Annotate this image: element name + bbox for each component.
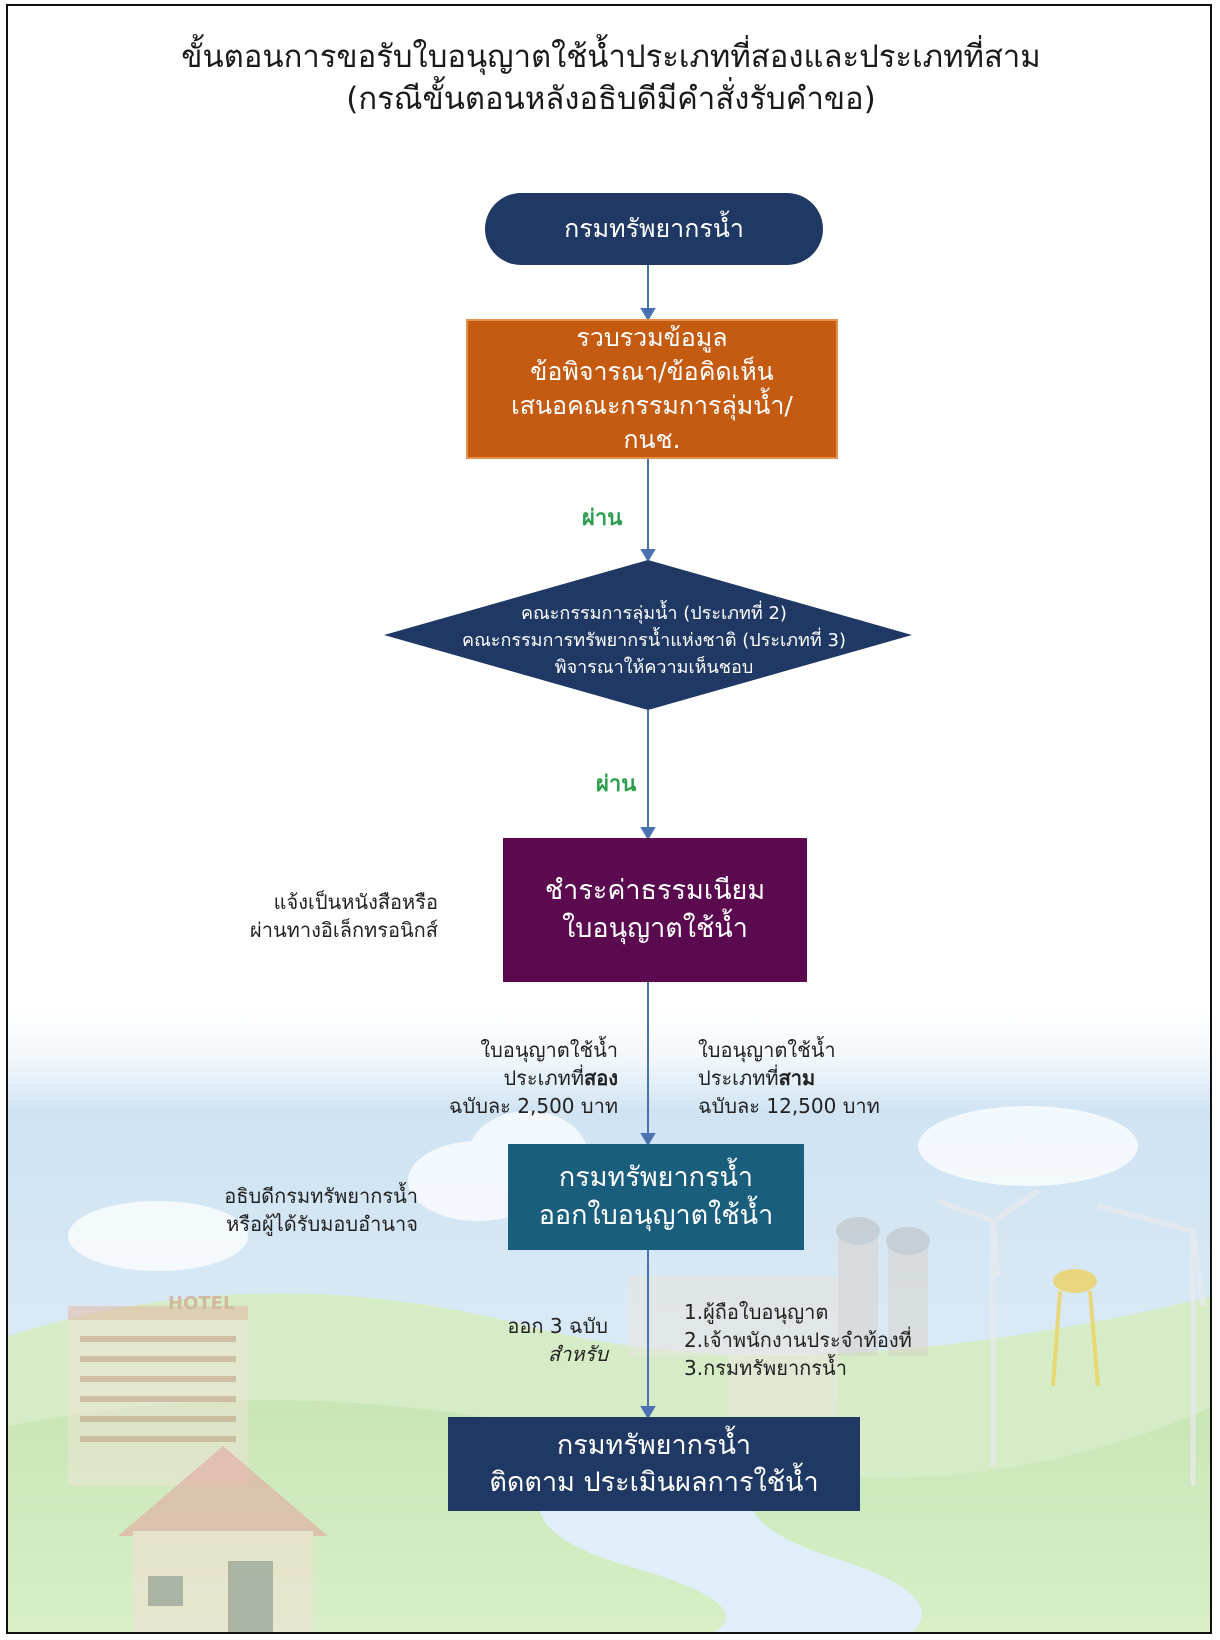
type3-line-1: ใบอนุญาตใช้น้ำ xyxy=(698,1038,836,1062)
monitor-node: กรมทรัพยากรน้ำ ติดตาม ประเมินผลการใช้น้ำ xyxy=(448,1417,860,1511)
recipient-2: 2.เจ้าพนักงานประจำท้องที่ xyxy=(684,1328,912,1352)
type2-line-3: ฉบับละ 2,500 บาท xyxy=(448,1094,618,1118)
wind-turbines xyxy=(937,1188,1206,1486)
authority-note: อธิบดีกรมทรัพยากรน้ำ หรือผู้ได้รับมอบอำน… xyxy=(158,1182,418,1238)
type2-line-1: ใบอนุญาตใช้น้ำ xyxy=(480,1038,618,1062)
monitor-line-2: ติดตาม ประเมินผลการใช้น้ำ xyxy=(489,1467,819,1498)
notify-line-2: ผ่านทางอิเล็กทรอนิกส์ xyxy=(250,918,438,942)
diagram-frame: HOTEL xyxy=(6,4,1212,1634)
copies-note: ออก 3 ฉบับ สำหรับ xyxy=(448,1312,608,1368)
start-node-label: กรมทรัพยากรน้ำ xyxy=(564,214,744,243)
collect-line-2: ข้อพิจารณา/ข้อคิดเห็น xyxy=(530,357,774,386)
decision-line-3: พิจารณาให้ความเห็นชอบ xyxy=(554,656,754,678)
pass-label-2: ผ่าน xyxy=(596,772,637,797)
house-illustration xyxy=(118,1446,328,1632)
issue-line-1: กรมทรัพยากรน้ำ xyxy=(558,1162,754,1193)
connectors xyxy=(640,261,656,1419)
water-tower xyxy=(1051,1269,1100,1387)
hotel-sign: HOTEL xyxy=(168,1293,234,1314)
page-title: ขั้นตอนการขอรับใบอนุญาตใช้น้ำประเภทที่สอ… xyxy=(8,36,1210,120)
factory-illustration xyxy=(628,1217,930,1416)
collect-info-node: รวบรวมข้อมูล ข้อพิจารณา/ข้อคิดเห็น เสนอค… xyxy=(466,319,838,459)
recipients-note: 1.ผู้ถือใบอนุญาต 2.เจ้าพนักงานประจำท้องท… xyxy=(684,1298,954,1382)
pass-label-1: ผ่าน xyxy=(582,506,623,531)
monitor-line-1: กรมทรัพยากรน้ำ xyxy=(556,1430,752,1461)
collect-line-1: รวบรวมข้อมูล xyxy=(576,323,728,352)
authority-line-1: อธิบดีกรมทรัพยากรน้ำ xyxy=(224,1184,418,1208)
notify-line-1: แจ้งเป็นหนังสือหรือ xyxy=(273,890,438,914)
fee-line-1: ชำระค่าธรรมเนียม xyxy=(544,875,766,906)
type3-line-2-prefix: ประเภทที่ xyxy=(698,1066,779,1090)
title-line-2: (กรณีขั้นตอนหลังอธิบดีมีคำสั่งรับคำขอ) xyxy=(346,81,876,117)
fee-line-2: ใบอนุญาตใช้น้ำ xyxy=(562,913,748,944)
issue-license-node: กรมทรัพยากรน้ำ ออกใบอนุญาตใช้น้ำ xyxy=(508,1144,804,1250)
type3-fee-note: ใบอนุญาตใช้น้ำ ประเภทที่สาม ฉบับละ 12,50… xyxy=(698,1036,938,1120)
notify-note: แจ้งเป็นหนังสือหรือ ผ่านทางอิเล็กทรอนิกส… xyxy=(178,888,438,944)
issue-line-2: ออกใบอนุญาตใช้น้ำ xyxy=(538,1200,774,1231)
title-line-1: ขั้นตอนการขอรับใบอนุญาตใช้น้ำประเภทที่สอ… xyxy=(181,39,1041,75)
decision-node-text: คณะกรรมการลุ่มน้ำ (ประเภทที่ 2) คณะกรรมก… xyxy=(388,590,920,690)
type2-line-2-prefix: ประเภทที่ xyxy=(503,1066,585,1090)
hotel-illustration: HOTEL xyxy=(68,1293,248,1486)
collect-line-3: เสนอคณะกรรมการลุ่มน้ำ/ xyxy=(511,391,793,420)
type2-fee-note: ใบอนุญาตใช้น้ำ ประเภทที่สอง ฉบับละ 2,500… xyxy=(388,1036,618,1120)
type2-line-2-bold: สอง xyxy=(584,1066,618,1090)
decision-line-2: คณะกรรมการทรัพยากรน้ำแห่งชาติ (ประเภทที่… xyxy=(462,629,846,651)
fee-payment-node: ชำระค่าธรรมเนียม ใบอนุญาตใช้น้ำ xyxy=(503,838,807,982)
copies-line-1: ออก 3 ฉบับ xyxy=(507,1314,608,1338)
decision-line-1: คณะกรรมการลุ่มน้ำ (ประเภทที่ 2) xyxy=(521,602,787,624)
copies-line-2: สำหรับ xyxy=(547,1342,608,1366)
decision-diamond xyxy=(384,560,912,710)
recipient-3: 3.กรมทรัพยากรน้ำ xyxy=(684,1356,847,1380)
recipient-1: 1.ผู้ถือใบอนุญาต xyxy=(684,1300,829,1324)
authority-line-2: หรือผู้ได้รับมอบอำนาจ xyxy=(226,1212,418,1236)
start-node-water-department: กรมทรัพยากรน้ำ xyxy=(485,193,823,265)
type3-line-2-bold: สาม xyxy=(778,1066,816,1090)
type3-line-3: ฉบับละ 12,500 บาท xyxy=(698,1094,880,1118)
collect-line-4: กนช. xyxy=(623,425,681,454)
